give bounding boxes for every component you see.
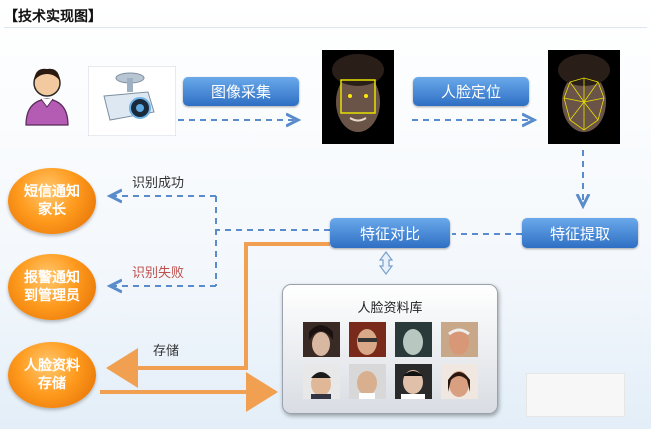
db-face-5	[303, 364, 340, 399]
arrow-compare-database	[378, 251, 394, 275]
page-title: 【技术实现图】	[4, 9, 102, 25]
db-face-1	[303, 322, 340, 357]
outcome-sms-parent: 短信通知 家长	[8, 168, 96, 234]
user-icon	[25, 68, 69, 126]
label-store: 存储	[153, 344, 180, 359]
step-feature-compare: 特征对比	[330, 218, 450, 248]
step-image-capture: 图像采集	[183, 77, 299, 106]
label-recognition-success: 识别成功	[132, 176, 185, 191]
db-face-8	[441, 364, 478, 399]
db-face-3	[395, 322, 432, 357]
db-face-4	[441, 322, 478, 357]
face-mesh-photo	[548, 50, 620, 144]
step-face-locate: 人脸定位	[413, 77, 529, 106]
outcome-alert-admin: 报警通知 到管理员	[8, 254, 96, 320]
outcome-store-face: 人脸资料 存储	[8, 342, 96, 408]
blank-inset-panel	[526, 373, 625, 417]
line-compare-to-store	[106, 242, 330, 388]
camera-icon	[88, 66, 176, 136]
title-divider	[4, 27, 647, 28]
db-face-6	[349, 364, 386, 399]
face-detection-photo	[322, 50, 394, 144]
db-face-7	[395, 364, 432, 399]
face-database: 人脸资料库	[282, 284, 498, 414]
database-title: 人脸资料库	[357, 301, 423, 316]
label-recognition-failure: 识别失败	[132, 266, 185, 281]
db-face-2	[349, 322, 386, 357]
step-feature-extract: 特征提取	[522, 218, 638, 248]
